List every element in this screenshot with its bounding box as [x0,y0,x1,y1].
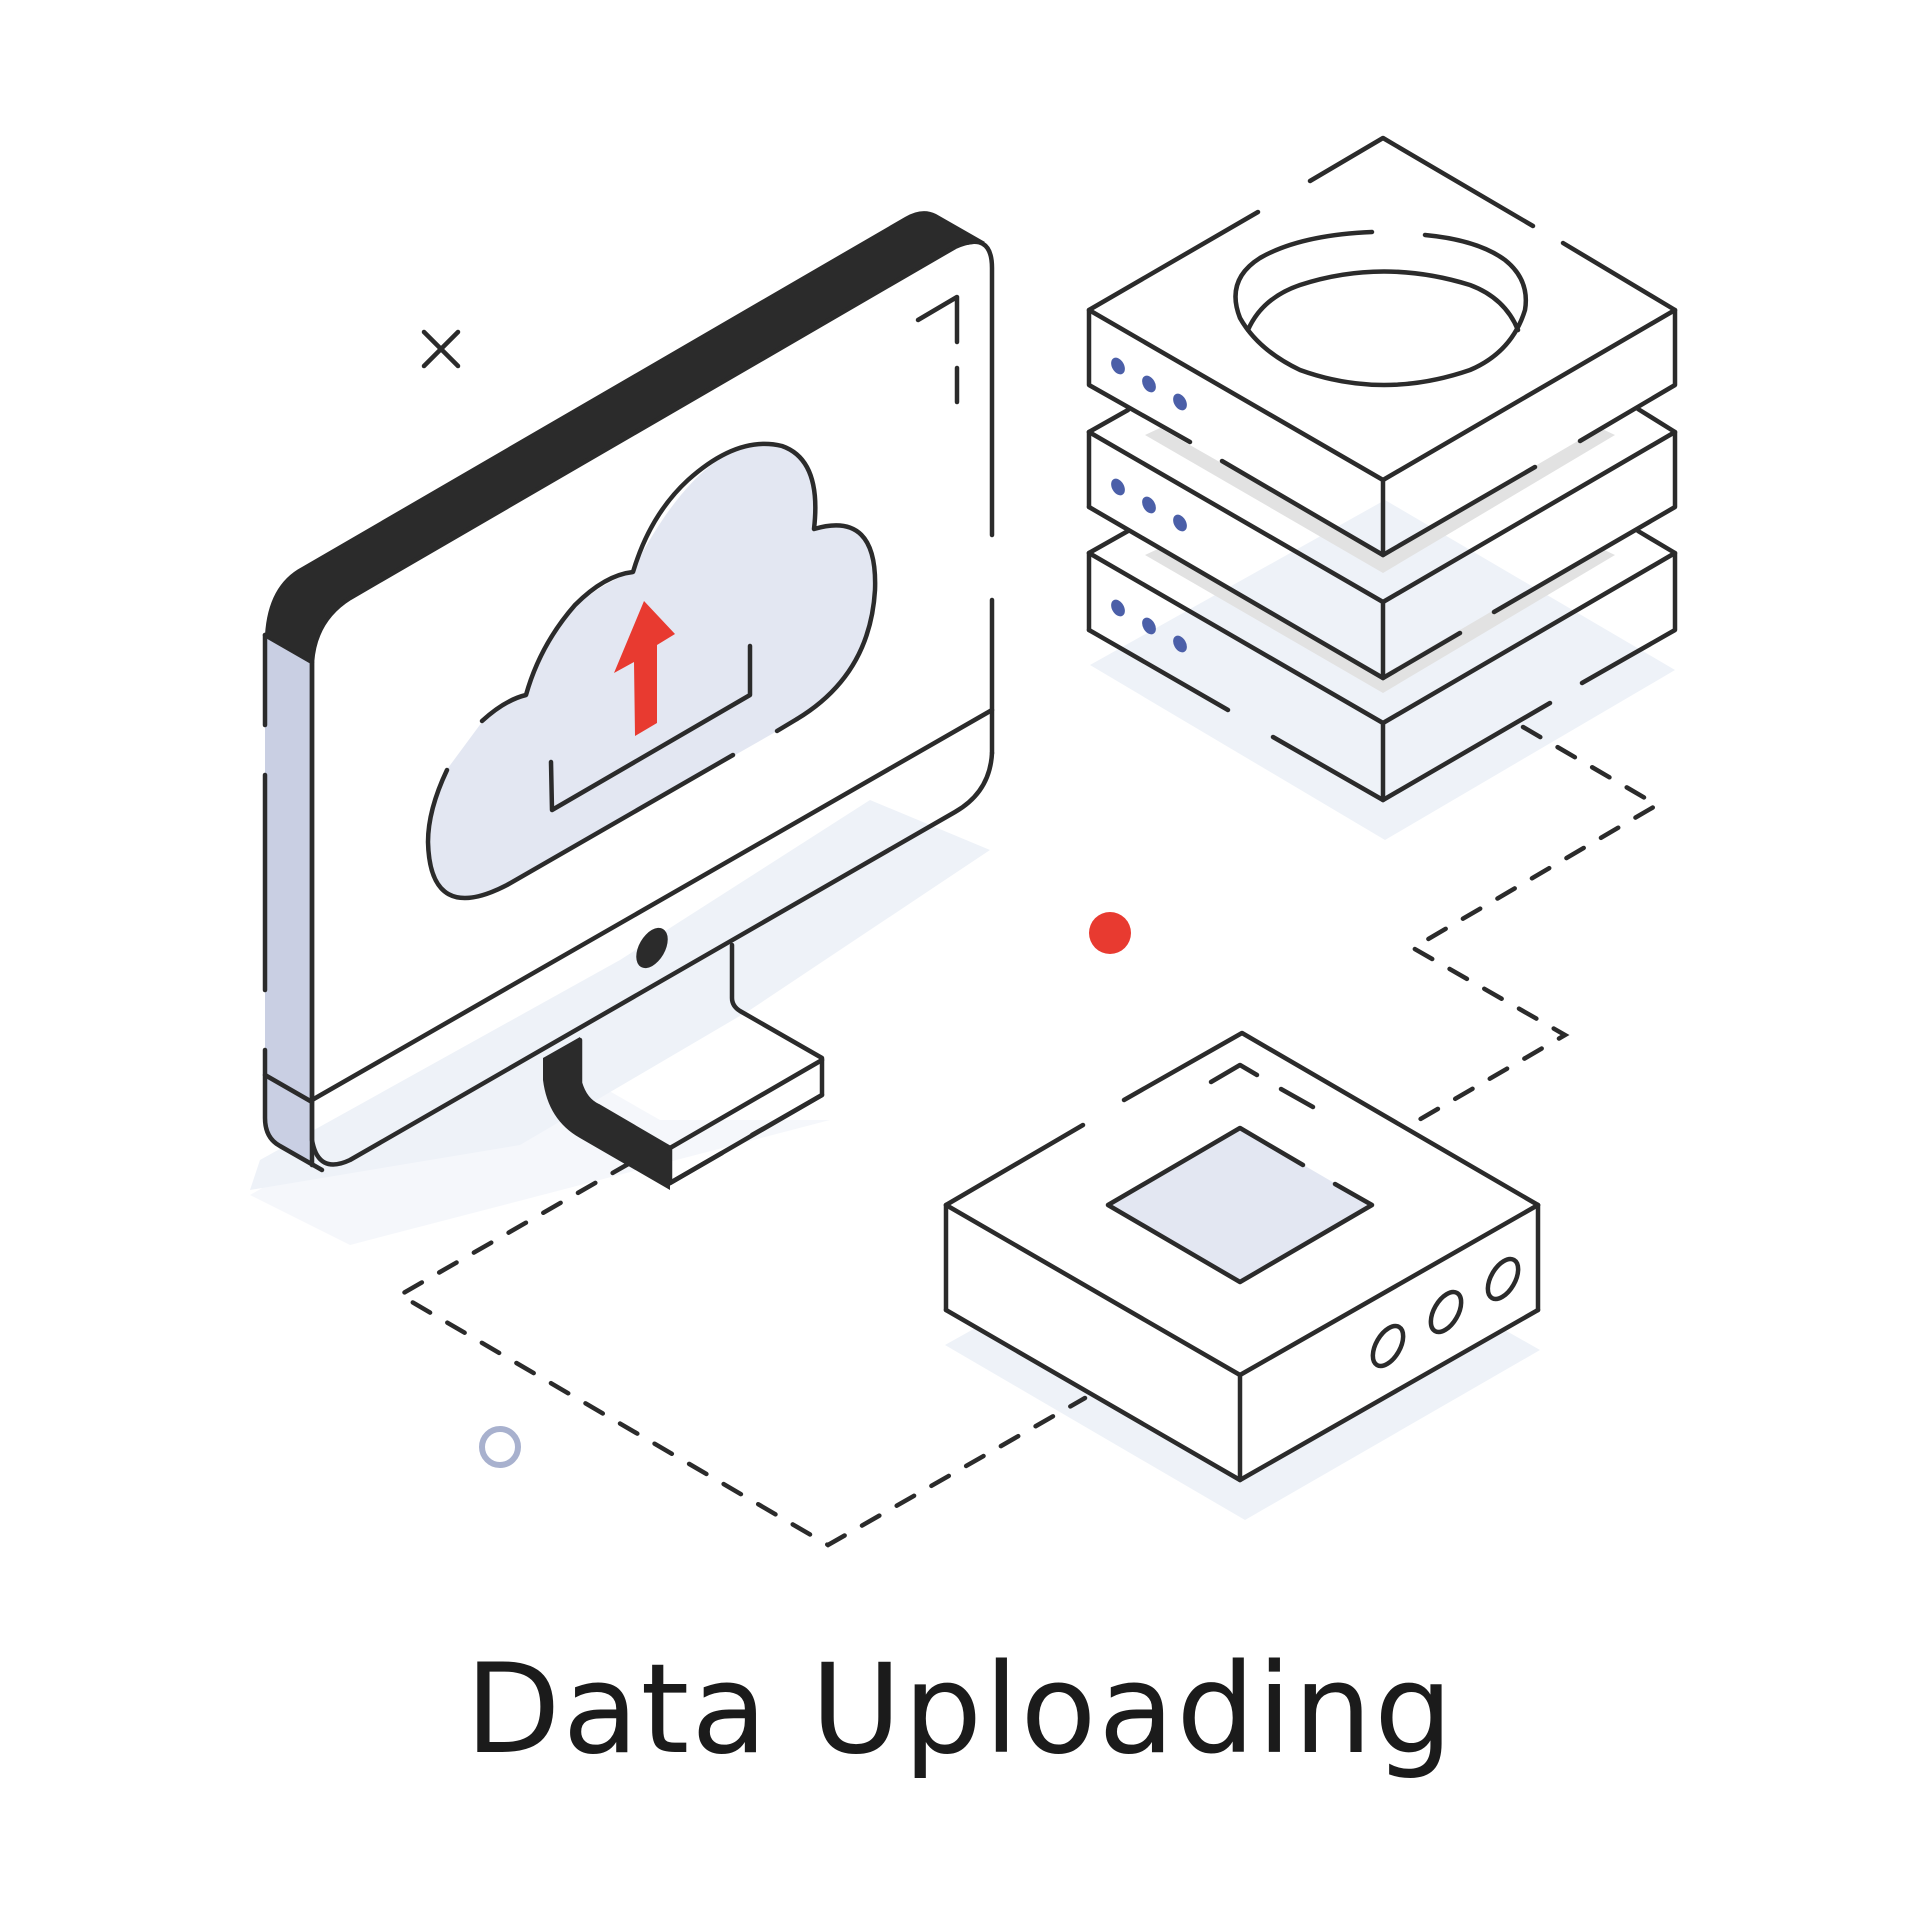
monitor-icon [262,211,995,1190]
sparkle-cross-icon [421,329,461,369]
device-ports [1370,1256,1521,1369]
cloud-upload-icon [425,441,878,901]
red-dot-icon [1089,912,1131,954]
connector-lines [395,724,1662,1548]
router-device-icon [943,1030,1541,1483]
server-leds [1111,357,1187,653]
ground-shadows [250,500,1675,1520]
page-title: Data Uploading [465,1638,1455,1782]
ring-icon [479,1426,521,1468]
server-stack-icon [1086,135,1678,803]
